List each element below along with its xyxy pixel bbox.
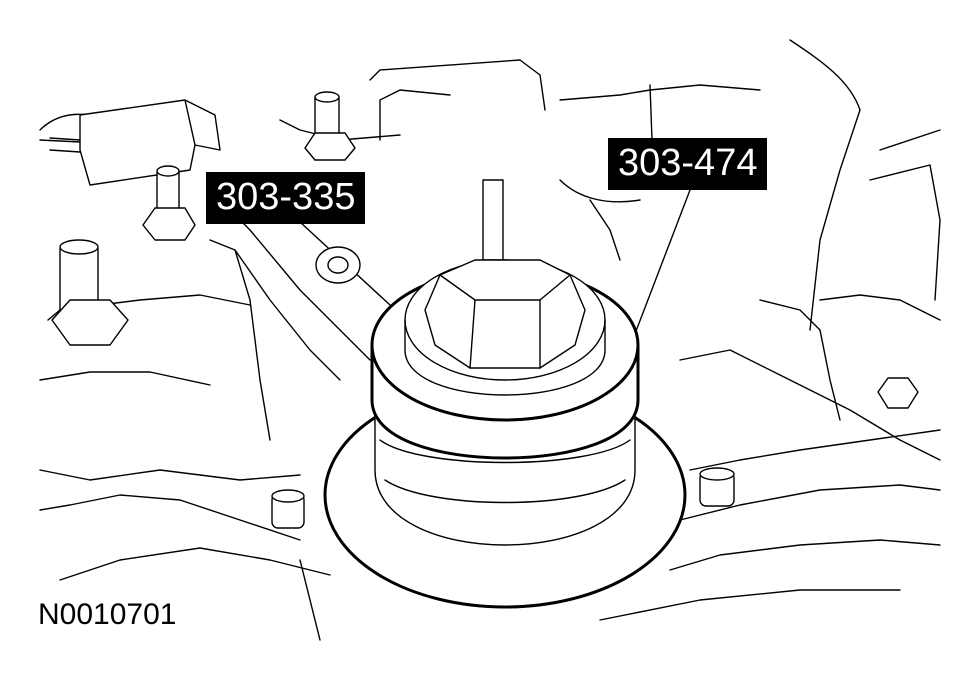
stud-top — [304, 91, 356, 161]
callout-tool-303-474: 303-474 — [608, 138, 768, 190]
stud-middle — [142, 165, 196, 241]
stud-left — [51, 239, 129, 346]
bolt-right — [877, 377, 919, 409]
hole-small — [315, 246, 361, 284]
alignment-pin — [482, 179, 504, 261]
dowel-right — [699, 467, 735, 507]
figure-id-label: N0010701 — [38, 598, 177, 631]
sensor-connector — [49, 99, 221, 186]
dowel-left — [271, 489, 305, 529]
engine-block-outline — [39, 39, 941, 641]
hex-bolt — [424, 259, 586, 369]
callout-tool-303-335: 303-335 — [206, 172, 366, 224]
